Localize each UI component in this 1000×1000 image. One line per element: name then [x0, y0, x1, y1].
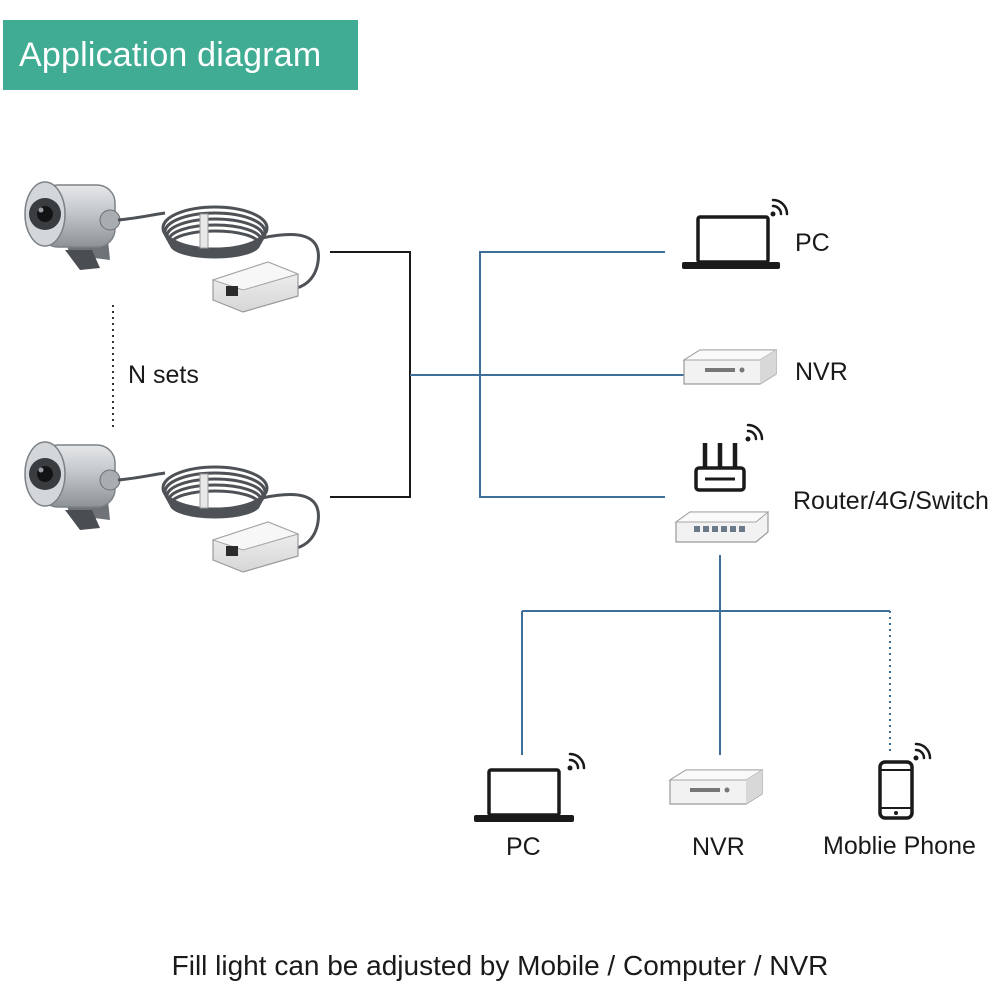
cable-coil-icon — [117, 465, 320, 550]
wifi-icon — [567, 752, 586, 771]
page-title: Application diagram — [19, 36, 322, 74]
pc-top-label: PC — [795, 229, 830, 257]
pc-bottom-label: PC — [506, 833, 541, 861]
wifi-icon — [770, 198, 789, 217]
title-banner: Application diagram — [3, 20, 358, 90]
camera-icon — [24, 441, 121, 530]
cable-coil-icon — [117, 205, 320, 290]
camera-icon — [24, 181, 121, 270]
laptop-icon — [682, 215, 780, 269]
network-lines — [410, 251, 890, 755]
n-sets-label: N sets — [128, 361, 199, 389]
camera-set-1 — [24, 181, 320, 313]
camera-link-lines — [330, 251, 411, 498]
nvr-icon — [668, 769, 764, 805]
nvr-top-label: NVR — [795, 358, 848, 386]
switch-icon — [674, 511, 770, 543]
laptop-icon — [474, 768, 574, 822]
nvr-icon — [682, 349, 778, 385]
poe-box-icon — [211, 261, 300, 313]
footer-caption: Fill light can be adjusted by Mobile / C… — [171, 950, 829, 981]
nvr-bottom-label: NVR — [692, 833, 745, 861]
phone-label: Moblie Phone — [823, 832, 976, 860]
router-icon — [694, 443, 746, 492]
phone-icon — [878, 760, 914, 820]
poe-box-icon — [211, 521, 300, 573]
wifi-icon — [913, 742, 932, 761]
camera-set-2 — [24, 441, 320, 573]
router-label: Router/4G/Switch — [793, 487, 989, 515]
wifi-icon — [745, 423, 764, 442]
